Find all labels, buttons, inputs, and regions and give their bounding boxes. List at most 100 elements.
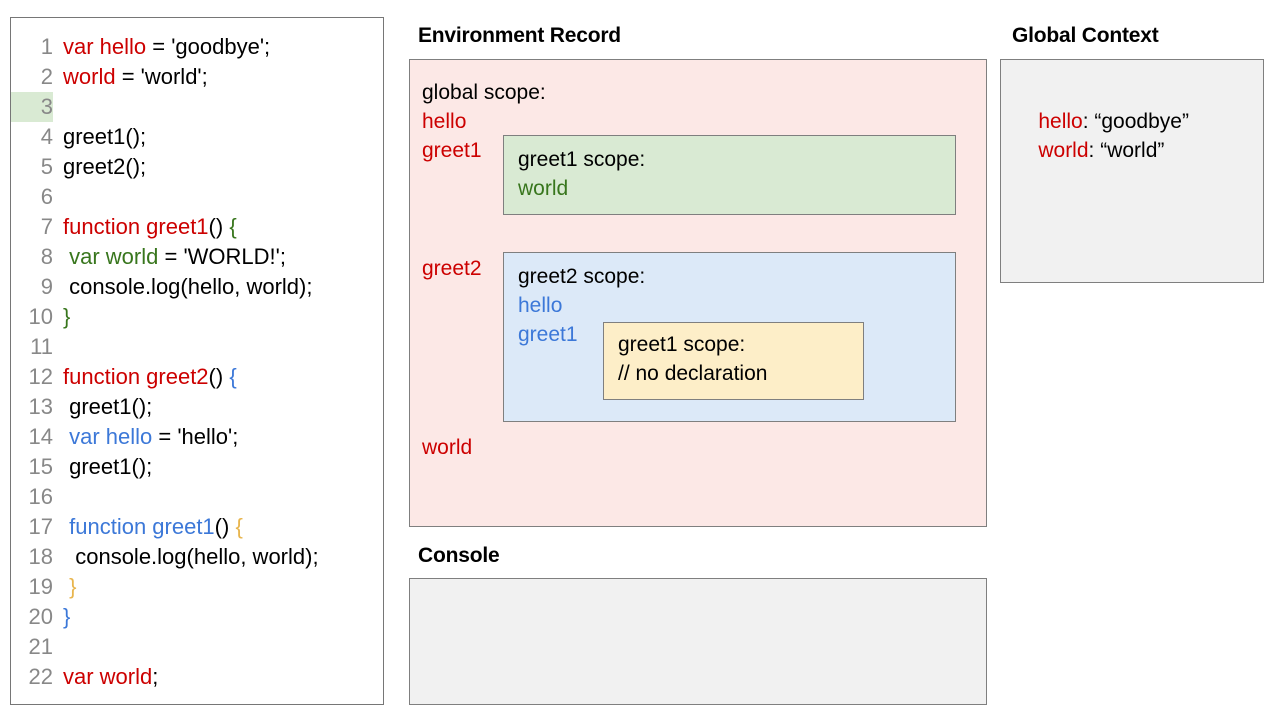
code-line-text: } [53, 602, 70, 632]
nested-greet1-scope-box: greet1 scope: // no declaration [603, 322, 864, 400]
code-line[interactable]: 13 greet1(); [11, 392, 383, 422]
code-token: () [208, 214, 230, 239]
code-line-text: var hello = 'hello'; [53, 422, 238, 452]
env-var-world: world [422, 436, 473, 459]
code-line-text: greet2(); [53, 152, 146, 182]
environment-record-title: Environment Record [418, 24, 621, 47]
code-line-text: var hello = 'goodbye'; [53, 32, 270, 62]
global-scope-label: global scope: [422, 81, 546, 104]
global-context-value-world: : “world” [1088, 139, 1165, 162]
nested-greet1-scope-heading: greet1 scope: [618, 333, 746, 356]
global-context-value-hello: : “goodbye” [1082, 110, 1189, 133]
global-context-key-world: world [1038, 139, 1089, 162]
code-line[interactable]: 15 greet1(); [11, 452, 383, 482]
code-line[interactable]: 18 console.log(hello, world); [11, 542, 383, 572]
code-token: function greet2 [63, 364, 209, 389]
line-number: 5 [40, 154, 53, 179]
code-line[interactable]: 17 function greet1() { [11, 512, 383, 542]
line-number: 19 [28, 574, 53, 599]
code-token: ; [152, 664, 159, 689]
line-number: 2 [40, 64, 53, 89]
env-var-hello: hello [422, 110, 467, 133]
line-number: 11 [30, 334, 53, 359]
code-line-text: function greet2() { [53, 362, 237, 392]
code-line[interactable]: 19 } [11, 572, 383, 602]
environment-record-box: global scope: hello greet1 greet2 world … [409, 59, 987, 527]
code-token: () [214, 514, 236, 539]
code-line-text: console.log(hello, world); [53, 272, 312, 302]
code-token: greet1(); [63, 454, 153, 479]
line-number: 3 [11, 92, 53, 122]
greet2-scope-item-greet1: greet1 [518, 323, 578, 346]
code-token: function greet1 [69, 514, 215, 539]
code-token: var world [69, 244, 159, 269]
code-line[interactable]: 14 var hello = 'hello'; [11, 422, 383, 452]
code-token: var world [63, 664, 153, 689]
code-line-text: greet1(); [53, 452, 152, 482]
greet2-scope-heading: greet2 scope: [518, 265, 646, 288]
env-var-greet1: greet1 [422, 139, 482, 162]
code-line-text: console.log(hello, world); [53, 542, 318, 572]
code-line[interactable]: 6 [11, 182, 383, 212]
code-line[interactable]: 11 [11, 332, 383, 362]
line-number: 10 [28, 304, 53, 329]
code-line[interactable]: 2 world = 'world'; [11, 62, 383, 92]
code-token: = 'goodbye'; [146, 34, 271, 59]
code-token: = 'world'; [115, 64, 208, 89]
code-token: { [229, 214, 237, 239]
code-line[interactable]: 8 var world = 'WORLD!'; [11, 242, 383, 272]
nested-greet1-scope-note: // no declaration [618, 362, 768, 385]
console-output-box[interactable] [409, 578, 987, 705]
line-number: 14 [28, 424, 53, 449]
code-token: = 'hello'; [152, 424, 239, 449]
code-line[interactable]: 16 [11, 482, 383, 512]
console-title: Console [418, 544, 500, 567]
global-context-box: hello: “goodbye” world: “world” [1000, 59, 1264, 283]
line-number: 12 [28, 364, 53, 389]
code-line[interactable]: 9 console.log(hello, world); [11, 272, 383, 302]
code-line-text: var world; [53, 662, 158, 692]
code-token: greet1(); [63, 394, 153, 419]
code-line[interactable]: 10} [11, 302, 383, 332]
line-number: 7 [40, 214, 53, 239]
line-number: 15 [28, 454, 53, 479]
line-number: 22 [28, 664, 53, 689]
greet2-scope-box: greet2 scope: hello greet1 greet1 scope:… [503, 252, 956, 422]
global-context-entry-world: world: “world” [1015, 107, 1164, 194]
code-line-text: greet1(); [53, 392, 152, 422]
line-number: 20 [28, 604, 53, 629]
code-line-text: } [53, 302, 70, 332]
global-context-key-hello: hello [1038, 110, 1083, 133]
greet1-scope-heading: greet1 scope: [518, 148, 646, 171]
line-number: 18 [28, 544, 53, 569]
code-token: () [208, 364, 230, 389]
line-number: 4 [40, 124, 53, 149]
code-line[interactable]: 20} [11, 602, 383, 632]
code-line[interactable]: 3 [11, 92, 383, 122]
code-token: console.log(hello, world); [63, 274, 313, 299]
line-number: 8 [40, 244, 53, 269]
code-line-text: greet1(); [53, 122, 146, 152]
greet1-scope-item-world: world [518, 177, 569, 200]
code-line-text: function greet1() { [53, 512, 243, 542]
line-number: 9 [40, 274, 53, 299]
code-token: var hello [63, 34, 147, 59]
code-line[interactable]: 5 greet2(); [11, 152, 383, 182]
code-line[interactable]: 21 [11, 632, 383, 662]
code-token: world [63, 64, 116, 89]
code-token: } [63, 604, 71, 629]
line-number: 17 [28, 514, 53, 539]
code-line-text: var world = 'WORLD!'; [53, 242, 286, 272]
env-var-greet2: greet2 [422, 257, 482, 280]
line-number: 6 [40, 184, 53, 209]
code-token: { [229, 364, 237, 389]
code-token: greet2(); [63, 154, 147, 179]
global-context-entry-hello: hello: “goodbye” [1015, 78, 1189, 165]
